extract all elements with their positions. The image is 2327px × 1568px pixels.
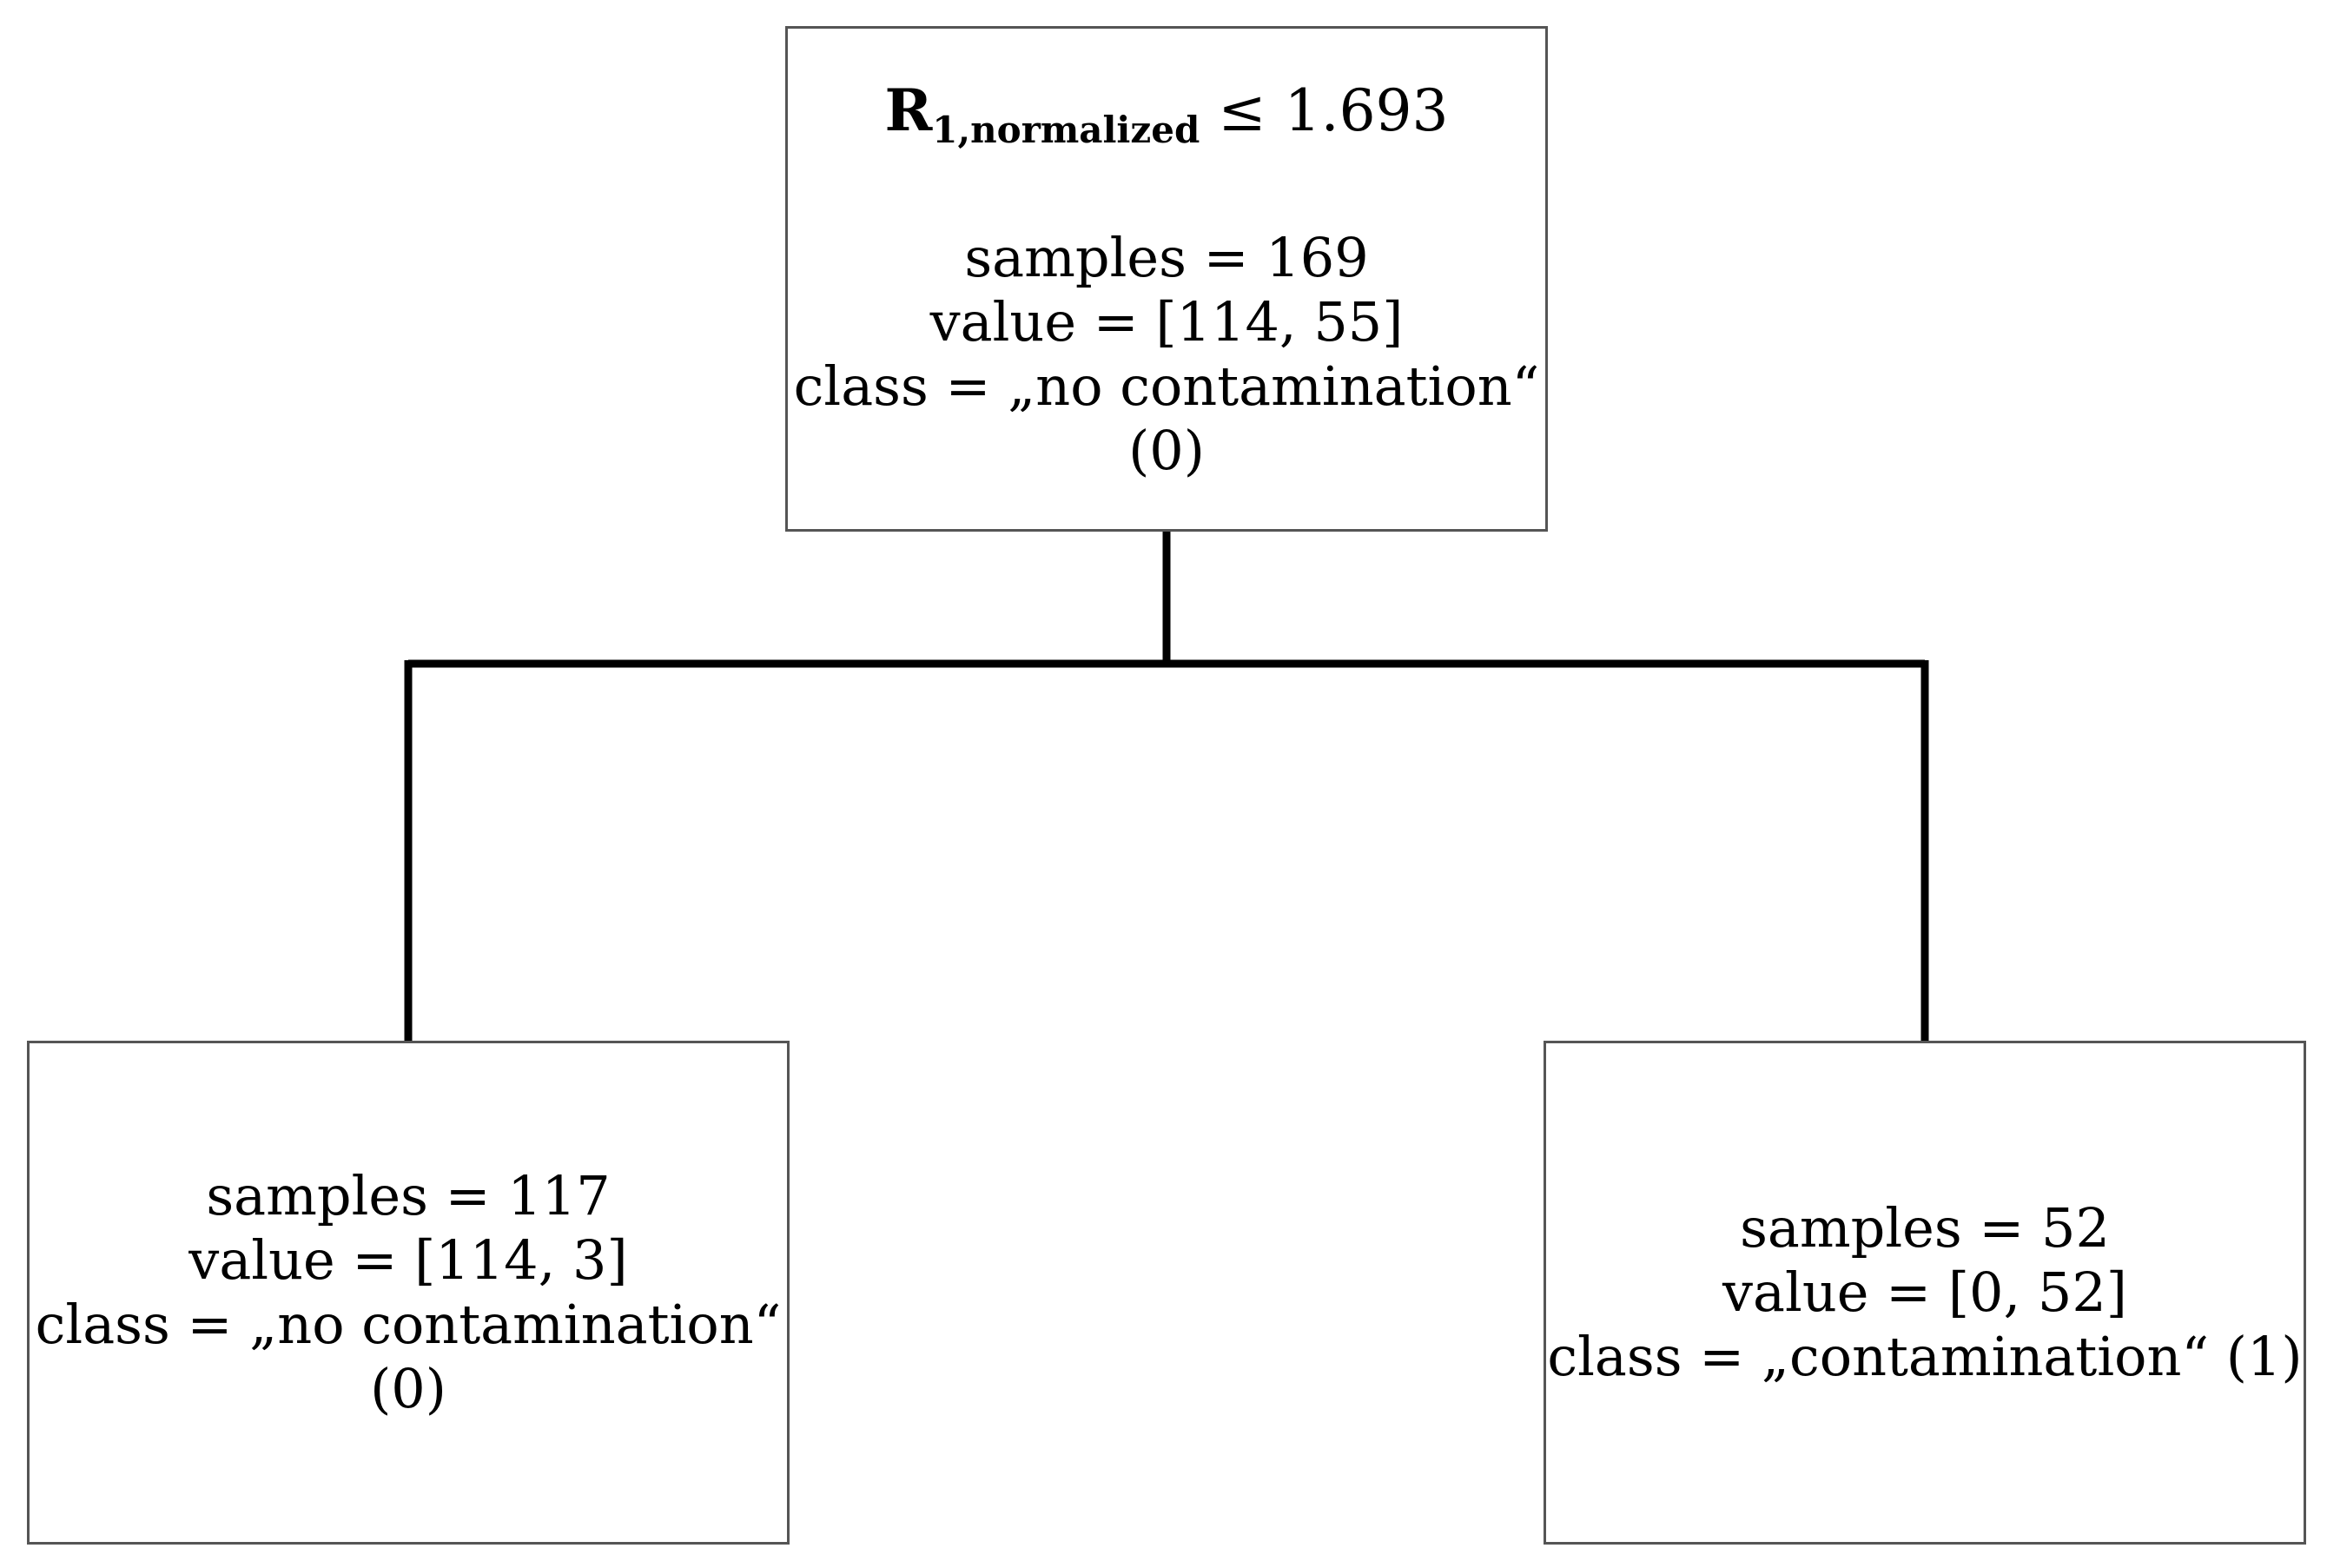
left-leaf-node: samples = 117 value = [114, 3] class = „… [27, 1041, 790, 1545]
split-variable: R [884, 76, 933, 144]
root-value: value = [114, 55] [929, 289, 1404, 354]
root-class-code: (0) [1128, 418, 1205, 482]
root-samples: samples = 169 [964, 225, 1369, 289]
right-value: value = [0, 52] [1722, 1260, 2127, 1324]
left-samples: samples = 117 [206, 1164, 611, 1227]
root-node: R1,normalized ≤ 1.693 samples = 169 valu… [785, 26, 1548, 532]
left-value: value = [114, 3] [188, 1228, 628, 1292]
right-class: class = „contamination“ (1) [1547, 1325, 2303, 1388]
right-leaf-node: samples = 52 value = [0, 52] class = „co… [1544, 1041, 2306, 1545]
split-variable-subscript: 1,normalized [932, 108, 1200, 151]
right-samples: samples = 52 [1740, 1196, 2110, 1260]
left-class: class = „no contamination“ [35, 1293, 782, 1356]
root-class: class = „no contamination“ [793, 354, 1540, 418]
left-class-code: (0) [370, 1357, 446, 1420]
split-threshold: ≤ 1.693 [1218, 76, 1449, 144]
split-condition: R1,normalized ≤ 1.693 [884, 76, 1448, 165]
